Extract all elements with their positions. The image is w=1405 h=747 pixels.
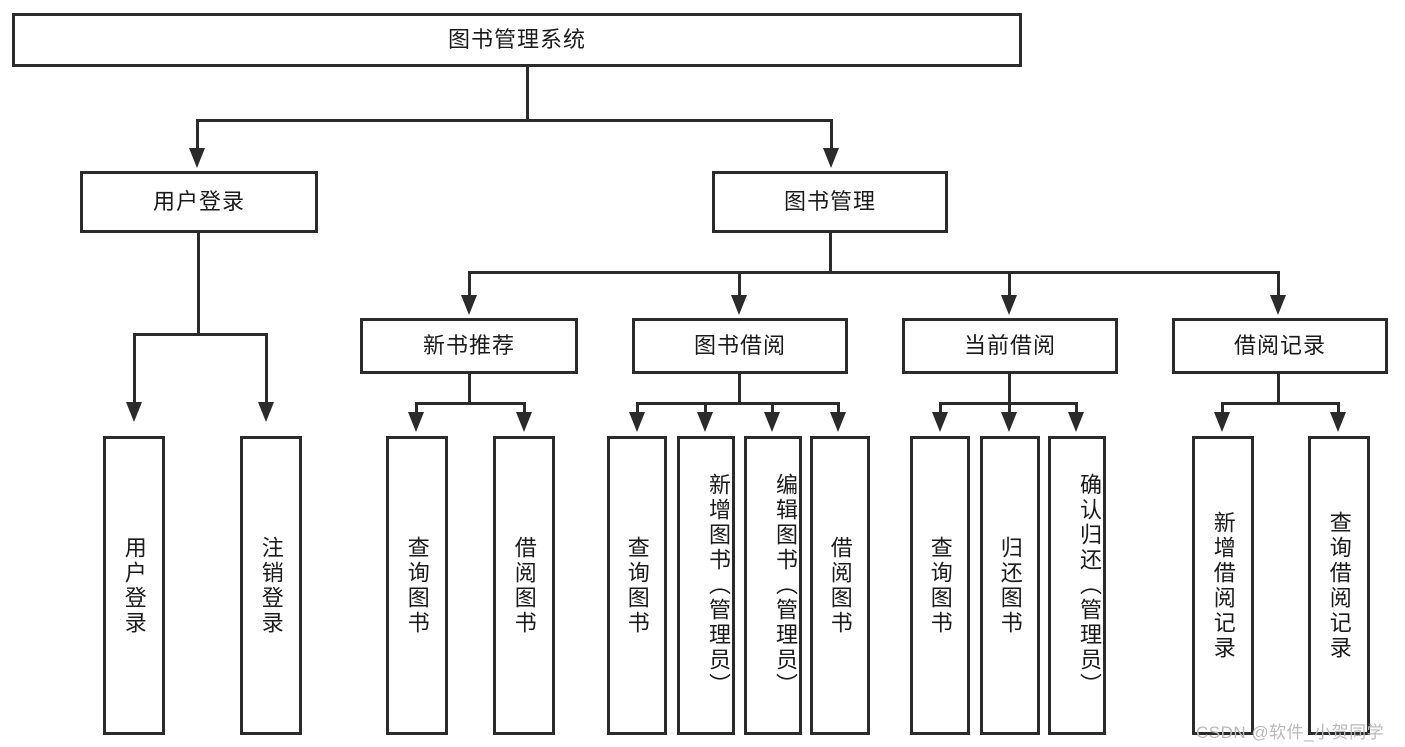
node-label: 查询借阅记录 — [1326, 510, 1352, 661]
leaf-cb-query-book[interactable]: 查询图书 — [910, 436, 970, 735]
arrow-bm-to-new-book-recommend — [461, 295, 477, 315]
edge-nbr-stem — [468, 374, 471, 404]
node-new-book-recommend[interactable]: 新书推荐 — [360, 318, 578, 374]
edge-bm-drop-4 — [1277, 271, 1280, 306]
edge-bm-drop-1 — [468, 271, 471, 306]
edge-bb-drop-1 — [636, 402, 639, 420]
arrow-user-login-leaf-2 — [258, 402, 274, 422]
node-label: 归还图书 — [997, 535, 1023, 636]
node-label: 编辑图书（管理员） — [773, 473, 798, 698]
edge-root-stem — [526, 67, 529, 119]
arrow-root-to-book-management — [823, 148, 839, 168]
edge-bm-drop-2 — [738, 271, 741, 306]
node-label: 图书借阅 — [693, 332, 786, 358]
edge-root-bus — [196, 119, 833, 122]
arrow-nbr-leaf-2 — [516, 412, 532, 432]
edge-bb-drop-4 — [837, 402, 840, 420]
node-label: 新书推荐 — [422, 332, 515, 358]
arrow-bb-leaf-2 — [697, 412, 713, 432]
arrow-user-login-leaf-1 — [126, 402, 142, 422]
arrow-bm-to-current-borrow — [1001, 295, 1017, 315]
edge-cb-drop-1 — [939, 402, 942, 420]
node-label: 新增借阅记录 — [1210, 510, 1236, 661]
edge-user-login-drop-1 — [133, 333, 136, 405]
arrow-bb-leaf-4 — [830, 412, 846, 432]
leaf-bb-add-book-admin[interactable]: 新增图书（管理员） — [677, 436, 735, 735]
node-root-book-management-system[interactable]: 图书管理系统 — [12, 13, 1022, 67]
edge-nbr-drop-1 — [415, 402, 418, 420]
watermark-text: CSDN @软件_小贺同学 — [1196, 723, 1385, 742]
edge-bb-stem — [738, 374, 741, 404]
node-label: 借阅图书 — [827, 535, 853, 636]
arrow-cb-leaf-3 — [1068, 412, 1084, 432]
leaf-user-login-logout[interactable]: 注销登录 — [240, 436, 302, 735]
edge-bb-drop-3 — [771, 402, 774, 420]
node-label: 图书管理 — [783, 188, 876, 214]
node-label: 图书管理系统 — [447, 26, 586, 52]
node-book-management[interactable]: 图书管理 — [712, 171, 948, 233]
edge-br-drop-1 — [1221, 402, 1224, 420]
arrow-bm-to-borrow-record — [1270, 295, 1286, 315]
node-current-borrow[interactable]: 当前借阅 — [902, 318, 1118, 374]
edge-user-login-drop-2 — [265, 333, 268, 405]
edge-root-to-book-management — [830, 119, 833, 151]
arrow-cb-leaf-2 — [1001, 412, 1017, 432]
edge-nbr-bus — [415, 402, 526, 405]
node-book-borrow[interactable]: 图书借阅 — [632, 318, 848, 374]
leaf-cb-confirm-return-admin[interactable]: 确认归还（管理员） — [1048, 436, 1106, 735]
edge-cb-stem — [1008, 374, 1011, 404]
arrow-nbr-leaf-1 — [408, 412, 424, 432]
arrow-root-to-user-login — [189, 148, 205, 168]
leaf-br-add-record[interactable]: 新增借阅记录 — [1192, 436, 1254, 735]
arrow-cb-leaf-1 — [932, 412, 948, 432]
node-label: 当前借阅 — [963, 332, 1056, 358]
edge-user-login-bus — [133, 333, 268, 336]
edge-bm-drop-3 — [1008, 271, 1011, 306]
leaf-user-login-login[interactable]: 用户登录 — [103, 436, 165, 735]
arrow-br-leaf-2 — [1330, 412, 1346, 432]
leaf-bb-edit-book-admin[interactable]: 编辑图书（管理员） — [744, 436, 802, 735]
leaf-bb-query-book[interactable]: 查询图书 — [607, 436, 667, 735]
leaf-nbr-query-book[interactable]: 查询图书 — [386, 436, 448, 735]
arrow-bb-leaf-1 — [629, 412, 645, 432]
node-user-login[interactable]: 用户登录 — [80, 171, 318, 233]
node-label: 用户登录 — [152, 188, 245, 214]
node-label: 用户登录 — [121, 535, 147, 636]
leaf-cb-return-book[interactable]: 归还图书 — [980, 436, 1040, 735]
node-label: 查询图书 — [927, 535, 953, 636]
edge-book-management-bus — [468, 271, 1280, 274]
leaf-bb-borrow-book[interactable]: 借阅图书 — [810, 436, 870, 735]
node-borrow-record[interactable]: 借阅记录 — [1172, 318, 1388, 374]
arrow-bm-to-book-borrow — [731, 295, 747, 315]
edge-root-to-user-login — [196, 119, 199, 151]
node-label: 注销登录 — [258, 535, 284, 636]
edge-br-drop-2 — [1337, 402, 1340, 420]
node-label: 确认归还（管理员） — [1077, 473, 1102, 698]
edge-book-management-stem — [829, 233, 832, 273]
edge-bb-bus — [636, 402, 840, 405]
edge-cb-drop-3 — [1075, 402, 1078, 420]
node-label: 借阅图书 — [511, 535, 537, 636]
arrow-br-leaf-1 — [1214, 412, 1230, 432]
edge-br-bus — [1221, 402, 1340, 405]
node-label: 借阅记录 — [1233, 332, 1326, 358]
node-label: 查询图书 — [404, 535, 430, 636]
leaf-br-query-record[interactable]: 查询借阅记录 — [1308, 436, 1370, 735]
edge-cb-drop-2 — [1008, 402, 1011, 420]
edge-bb-drop-2 — [704, 402, 707, 420]
edge-user-login-stem — [197, 233, 200, 335]
arrow-bb-leaf-3 — [764, 412, 780, 432]
leaf-nbr-borrow-book[interactable]: 借阅图书 — [493, 436, 555, 735]
node-label: 查询图书 — [624, 535, 650, 636]
edge-nbr-drop-2 — [523, 402, 526, 420]
edge-br-stem — [1277, 374, 1280, 404]
node-label: 新增图书（管理员） — [706, 473, 731, 698]
